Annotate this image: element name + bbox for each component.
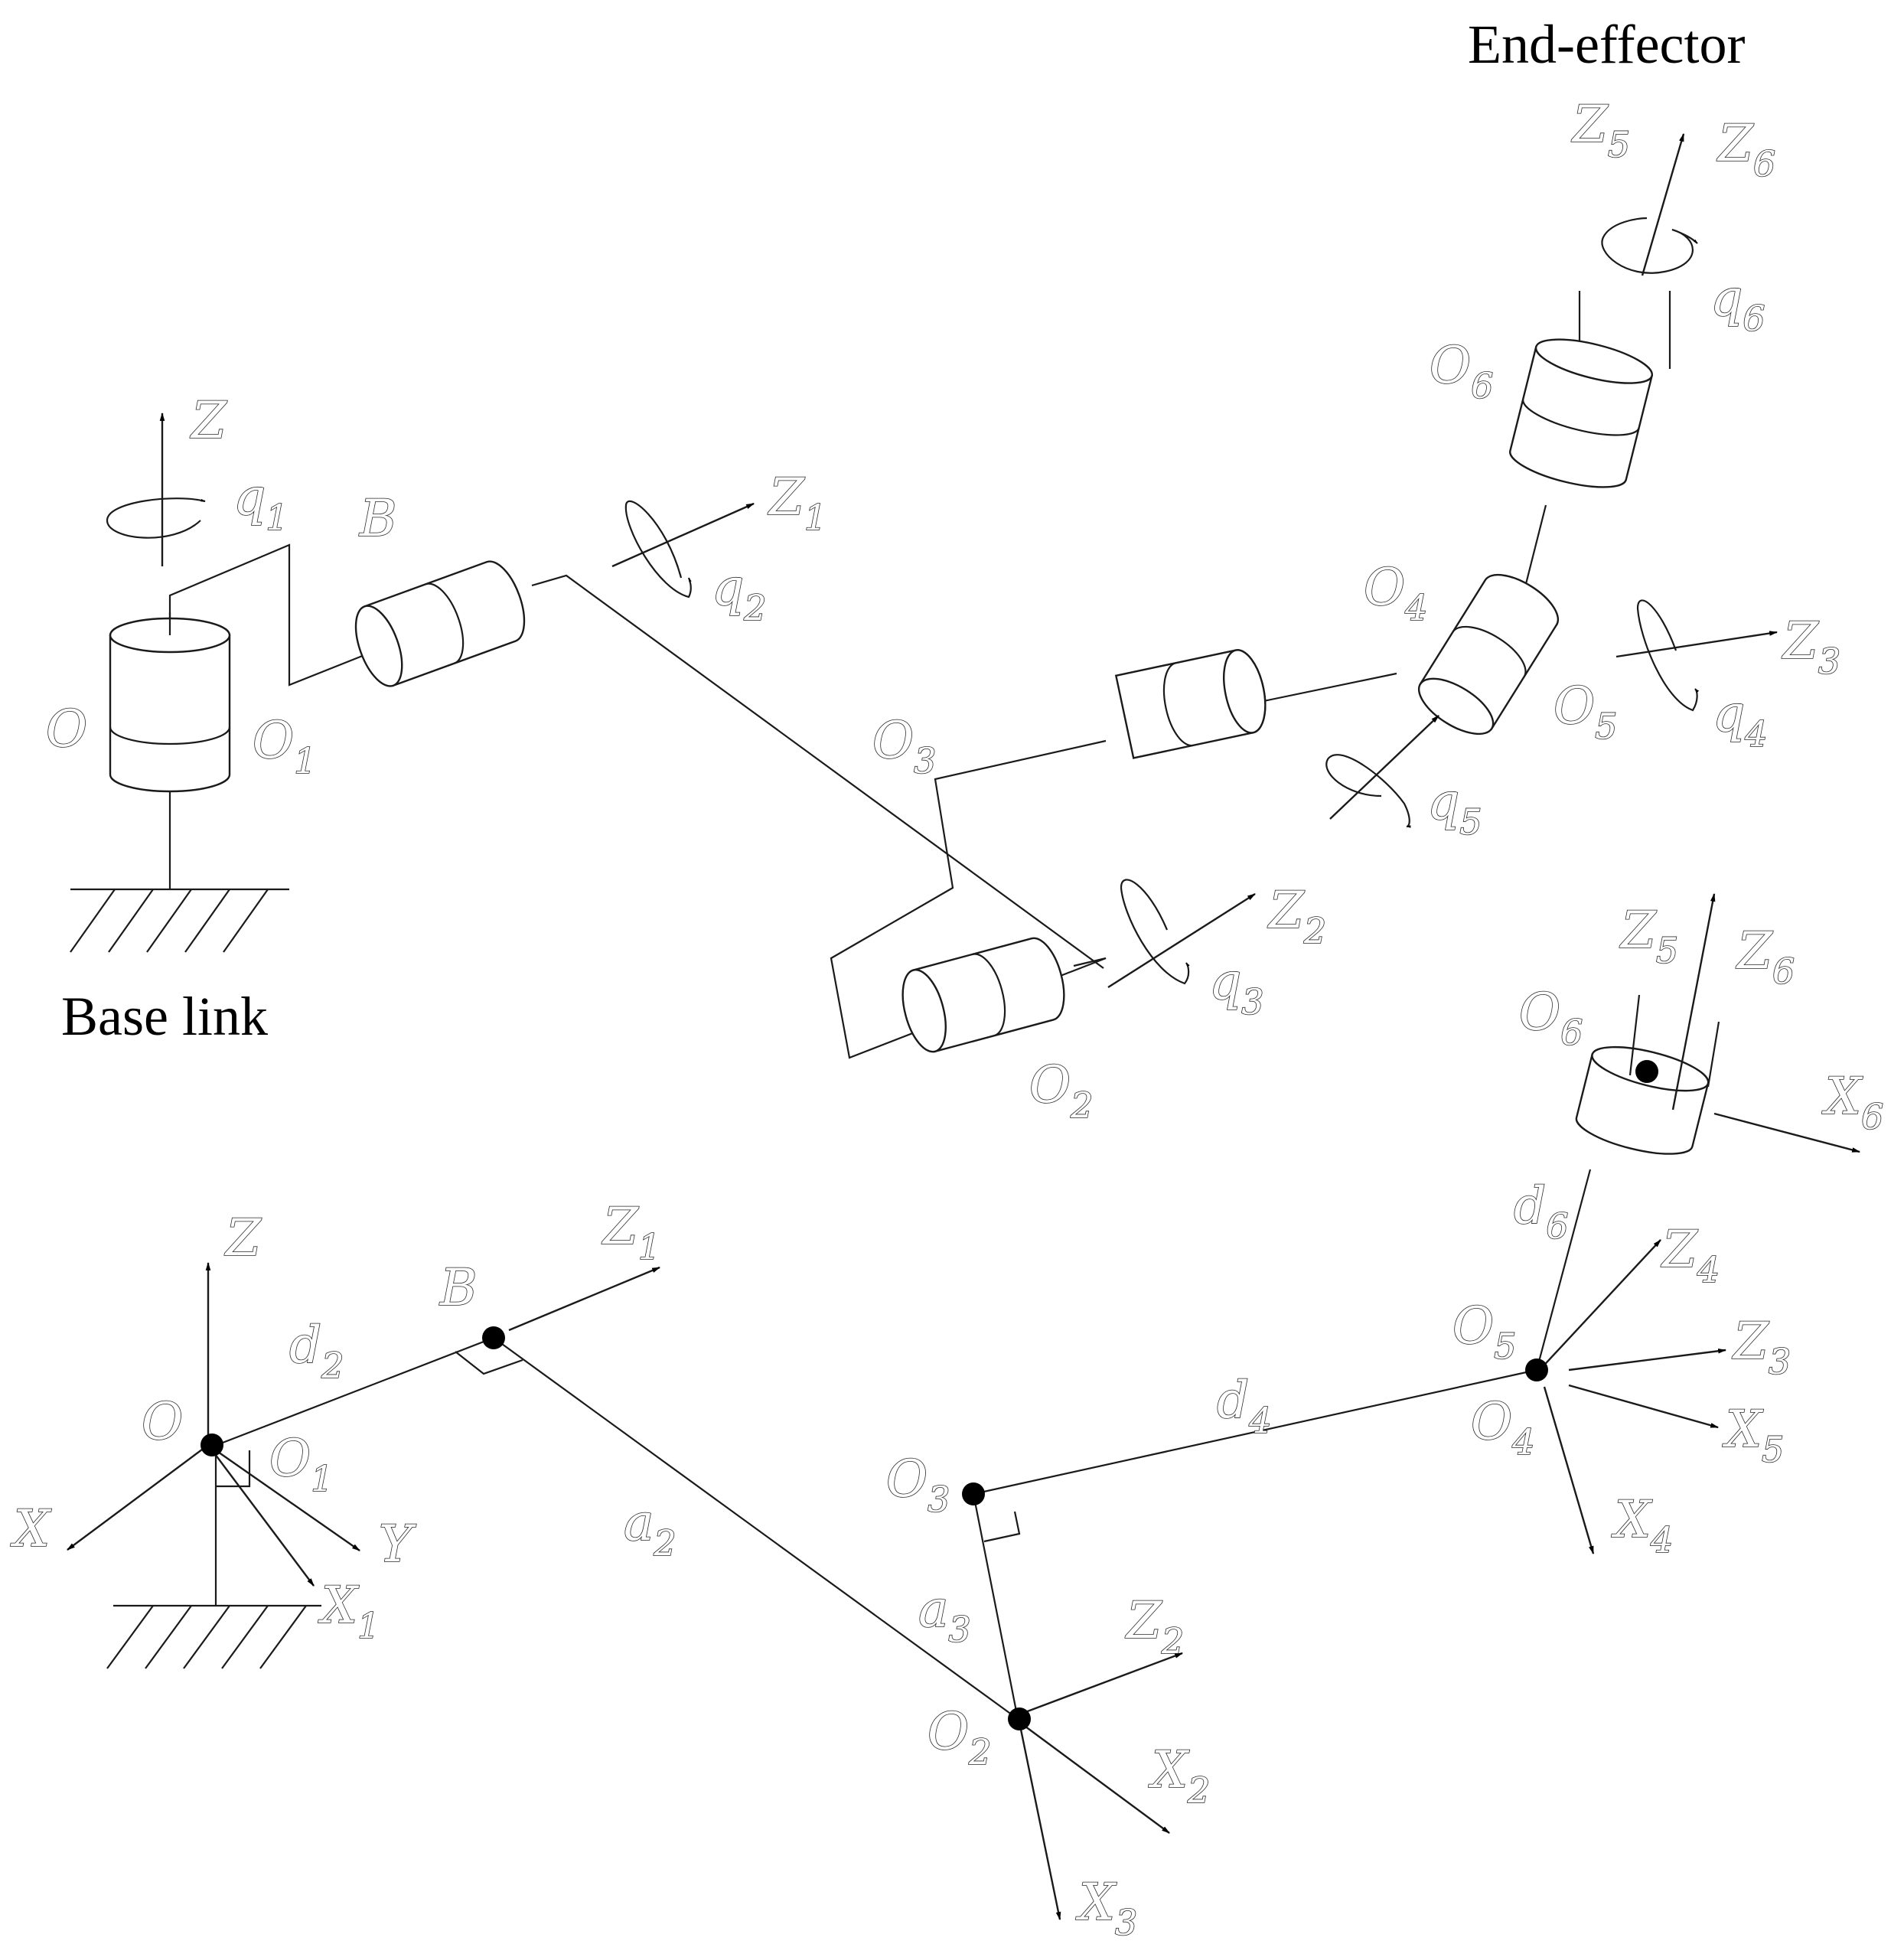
label-O3-top: O3 [872, 711, 936, 781]
label-a2: a2 [624, 1493, 677, 1564]
label-Z1-top: Z1 [768, 468, 826, 538]
label-O4-bottom: O4 [1471, 1392, 1534, 1463]
label-O5-bottom: O5 [1452, 1297, 1516, 1367]
kinematic-frame-sketch [67, 892, 1861, 1921]
label-B-bottom: B [439, 1258, 478, 1317]
label-O2-top: O2 [1029, 1055, 1093, 1126]
label-d6: d6 [1514, 1176, 1569, 1247]
label-X2-bottom: X2 [1148, 1740, 1210, 1811]
label-q2: q2 [712, 558, 767, 628]
label-Z4-bottom: Z4 [1661, 1220, 1720, 1290]
label-O4-top: O4 [1364, 558, 1427, 628]
joint-4-cylinder [1114, 649, 1267, 759]
bottom-labels: Z O O1 X Y X1 d2 B Z1 a2 O3 a3 O2 Z2 X2 … [9, 900, 1884, 1944]
label-O5-top: O5 [1554, 677, 1617, 747]
label-q4: q4 [1713, 684, 1768, 755]
label-Y-bottom: Y [379, 1515, 416, 1574]
label-X-bottom: X [10, 1499, 52, 1558]
joint-axes-top [159, 132, 1778, 989]
label-Z3-bottom: Z3 [1732, 1312, 1791, 1382]
label-d2: d2 [289, 1316, 344, 1386]
label-X4-bottom: X4 [1611, 1490, 1673, 1561]
label-O6-bottom: O6 [1519, 983, 1583, 1053]
label-Z3-top: Z3 [1782, 612, 1840, 682]
label-Z2-top: Z2 [1267, 881, 1326, 951]
label-X6-bottom: X6 [1821, 1067, 1883, 1137]
base-link-caption: Base link [61, 986, 268, 1047]
end-effector-cylinder [1575, 1045, 1710, 1155]
z6-stem-right [1707, 1021, 1720, 1088]
top-labels: Z q1 B O O1 Z1 q2 O3 Z2 q3 O2 O4 O5 Z3 q… [45, 94, 1841, 1127]
label-q6: q6 [1710, 269, 1765, 339]
z6-stem-left [1629, 994, 1641, 1076]
label-O3-bottom: O3 [886, 1450, 950, 1520]
joint-5-cylinder [1417, 573, 1560, 736]
label-a3: a3 [918, 1580, 971, 1650]
ground-hatch-top [70, 888, 289, 953]
label-Z2-bottom: Z2 [1125, 1591, 1184, 1662]
label-O2-bottom: O2 [928, 1702, 991, 1773]
label-Z-top: Z [190, 391, 227, 450]
label-Z1-bottom: Z1 [602, 1197, 660, 1267]
frame-axes [67, 892, 1861, 1921]
label-q1: q1 [233, 468, 289, 538]
label-B-top: B [359, 489, 397, 548]
frame-origin-dots [201, 1060, 1658, 1730]
label-q5: q5 [1427, 772, 1482, 843]
label-O-top: O [46, 700, 87, 758]
label-Z-bottom: Z [224, 1208, 262, 1267]
label-O1-bottom: O1 [269, 1429, 333, 1499]
link-lines-top [168, 291, 1671, 1059]
label-d4: d4 [1217, 1371, 1272, 1441]
label-Z6-bottom: Z6 [1736, 921, 1795, 992]
frame-links [212, 1169, 1592, 1720]
joint-3-cylinder [901, 937, 1065, 1053]
label-X1-bottom: X1 [318, 1576, 380, 1646]
base-joint-cylinder [109, 612, 231, 793]
label-Z5-bottom: Z5 [1619, 901, 1678, 971]
label-q3: q3 [1209, 952, 1264, 1023]
end-effector-caption: End-effector [1468, 14, 1745, 75]
label-X3-bottom: X3 [1075, 1873, 1137, 1943]
label-O-bottom: O [142, 1392, 183, 1451]
ground-hatch-bottom [106, 1604, 321, 1669]
joint-2-cylinder [354, 560, 526, 687]
label-O1-top: O1 [253, 711, 316, 781]
rotation-arcs [106, 217, 1700, 985]
physical-robot-sketch [70, 132, 1778, 1059]
label-X5-bottom: X5 [1722, 1400, 1784, 1470]
label-Z5-top: Z5 [1571, 95, 1630, 165]
label-O6-top: O6 [1430, 336, 1493, 406]
joint-6-cylinder [1509, 338, 1654, 488]
label-Z6-top: Z6 [1717, 114, 1775, 184]
